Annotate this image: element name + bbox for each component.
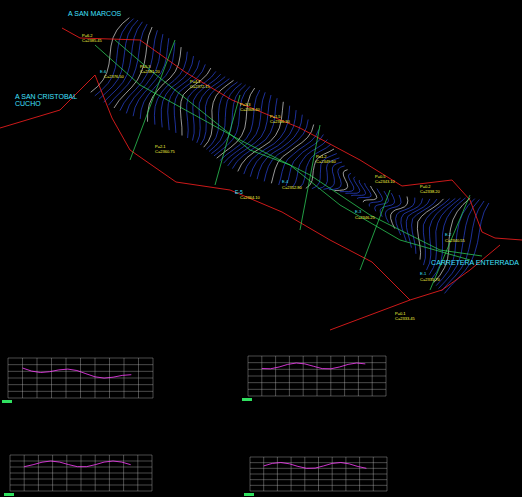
contour-line <box>340 173 354 191</box>
point-label: P=1.5 <box>270 115 281 119</box>
contour-line <box>406 199 430 248</box>
contour-line <box>369 189 382 207</box>
contour-line <box>250 110 296 177</box>
place-label: CARRETERA ENTERRADA <box>431 259 519 266</box>
contour-line <box>323 162 342 189</box>
contour-line <box>432 198 466 279</box>
contour-line <box>126 34 163 113</box>
point-label: P=5.3 <box>140 65 151 69</box>
contour-line <box>211 85 245 154</box>
point-label: E-4 <box>282 180 288 184</box>
point-label: E-5 <box>235 190 243 195</box>
point-label: E-3 <box>355 210 361 214</box>
point-label: P=3.3 <box>240 103 251 107</box>
contour-line <box>391 197 408 229</box>
profile-chart <box>244 457 387 496</box>
point-label: C=2356.30 <box>270 120 290 124</box>
contour-line <box>224 92 266 163</box>
contour-line <box>244 106 290 174</box>
point-label: C=2360.75 <box>155 150 175 154</box>
profile-chart <box>4 455 152 496</box>
point-label: C=2333.45 <box>395 317 415 321</box>
point-label: C=2335.70 <box>420 278 440 282</box>
point-label: C=2376.50 <box>104 75 124 79</box>
point-label: C=2349.60 <box>316 160 336 164</box>
contour-line <box>436 199 475 286</box>
point-label: C=2364.10 <box>240 196 260 200</box>
point-label: C=2372.15 <box>190 85 210 89</box>
contour-line <box>104 22 143 103</box>
profile-chart <box>2 358 153 403</box>
point-label: E-6 <box>100 70 106 74</box>
contour-line <box>306 149 334 188</box>
point-label: C=2340.55 <box>445 239 465 243</box>
contour-line <box>334 170 347 191</box>
contour-line <box>271 125 313 184</box>
point-label: P=6.2 <box>82 34 93 38</box>
point-label: P=2.1 <box>155 145 166 149</box>
contour-line <box>423 199 449 265</box>
contour-line <box>363 186 377 202</box>
contour-line <box>439 200 480 289</box>
point-label: P=0.1 <box>395 312 406 316</box>
point-label: E-2 <box>445 233 451 237</box>
contour-line <box>412 199 437 254</box>
point-label: E-1 <box>420 272 426 276</box>
point-label: C=2381.20 <box>140 70 160 74</box>
point-label: P=0.5 <box>375 175 386 179</box>
point-label: C=2352.80 <box>282 186 302 190</box>
contour-line <box>345 177 359 194</box>
place-label: A SAN MARCOS <box>68 10 121 17</box>
point-label: C=2338.20 <box>420 190 440 194</box>
point-label: C=2368.40 <box>240 108 260 112</box>
point-label: P=0.2 <box>420 185 431 189</box>
point-label: P=1.2 <box>316 155 327 159</box>
contour-line <box>357 183 371 199</box>
contour-line <box>232 98 277 168</box>
point-label: C=2385.45 <box>82 39 102 43</box>
contour-line <box>441 201 484 291</box>
contour-line <box>329 166 345 190</box>
contour-line <box>312 154 337 189</box>
contour-line <box>445 203 489 293</box>
contour-line <box>238 102 283 172</box>
contour-line <box>220 90 260 161</box>
point-label: C=2346.25 <box>355 216 375 220</box>
point-label: C=2343.10 <box>375 180 395 184</box>
point-label: P=4.1 <box>190 80 201 84</box>
profile-chart <box>242 356 386 401</box>
contour-line <box>351 180 366 196</box>
place-label: A SAN CRISTOBAL CUCHO <box>15 93 95 107</box>
